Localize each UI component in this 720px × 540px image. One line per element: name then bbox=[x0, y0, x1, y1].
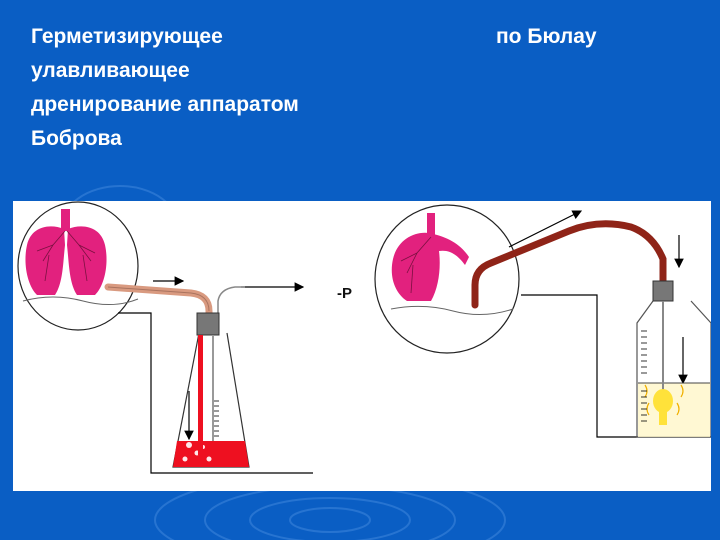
scale-right bbox=[641, 330, 647, 422]
pressure-label: -P bbox=[337, 285, 352, 302]
chest-wall-right bbox=[390, 305, 514, 315]
heading-line-1: Герметизирующее bbox=[31, 25, 223, 48]
floor-line-left bbox=[118, 312, 313, 474]
chest-wall-left bbox=[22, 296, 139, 305]
drainage-tube-right bbox=[471, 220, 667, 309]
stopper-left bbox=[196, 312, 220, 336]
liquid-left bbox=[173, 441, 249, 467]
patient-chest-circle-right bbox=[374, 204, 520, 354]
heading-left: Герметизирующее улавливающее дренировани… bbox=[31, 20, 451, 156]
outlet-tube bbox=[217, 286, 245, 319]
lungs-icon-left bbox=[25, 209, 107, 295]
patient-chest-circle-left bbox=[17, 201, 139, 331]
bulau-drainage bbox=[374, 204, 711, 438]
diagram-panel: -P bbox=[13, 201, 711, 491]
inner-tube-red bbox=[198, 335, 203, 455]
stopper-right bbox=[652, 280, 674, 302]
lung-icon-right bbox=[391, 213, 469, 301]
heading-line-4: Боброва bbox=[31, 127, 122, 150]
heading-line-2: улавливающее bbox=[31, 59, 190, 82]
heading-line-3: дренирование аппаратом bbox=[31, 93, 299, 116]
bubbles-right bbox=[644, 384, 684, 425]
liquid-right bbox=[638, 383, 710, 437]
heading-right: по Бюлау bbox=[496, 25, 597, 48]
scale-left bbox=[214, 400, 219, 437]
flow-arrow-3 bbox=[508, 210, 583, 248]
drainage-diagram bbox=[17, 201, 711, 474]
bobrov-apparatus bbox=[17, 201, 313, 474]
